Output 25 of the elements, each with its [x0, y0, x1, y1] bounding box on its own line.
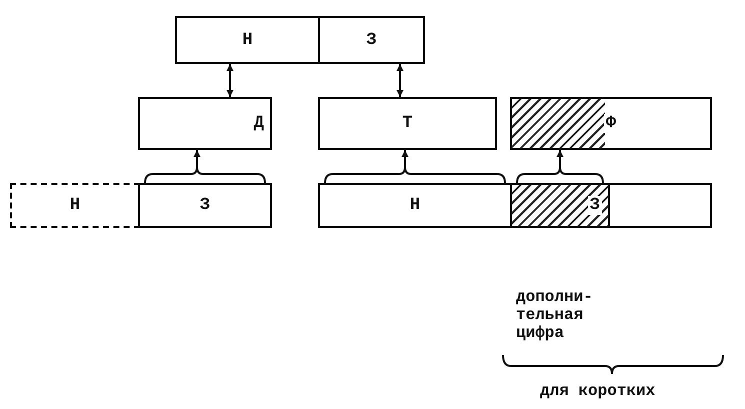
note-text: дополни- тельная цифра	[516, 288, 594, 342]
register-letter: З	[588, 196, 602, 215]
brace-arrow	[144, 149, 266, 184]
register-letter: З	[366, 30, 377, 50]
register-letter: З	[200, 196, 210, 215]
double-arrow	[396, 64, 404, 97]
register-box	[175, 16, 320, 64]
register-box	[318, 16, 425, 64]
register-letter: Т	[402, 114, 413, 133]
register-box	[608, 183, 712, 228]
dashed-register-box	[10, 183, 140, 228]
hatched-register-box	[510, 97, 712, 150]
register-letter: Н	[410, 196, 420, 215]
register-letter: Ф	[604, 114, 618, 133]
register-box	[318, 97, 497, 150]
register-letter: Н	[70, 196, 80, 215]
double-arrow	[226, 64, 234, 97]
brace-arrow	[324, 149, 506, 184]
hatched-register-box	[510, 183, 610, 228]
register-box	[138, 183, 272, 228]
brace-arrow	[516, 149, 604, 184]
register-letter: Н	[242, 30, 253, 50]
register-letter: Д	[254, 114, 264, 133]
note-text: для коротких	[540, 382, 656, 400]
register-box	[138, 97, 272, 150]
